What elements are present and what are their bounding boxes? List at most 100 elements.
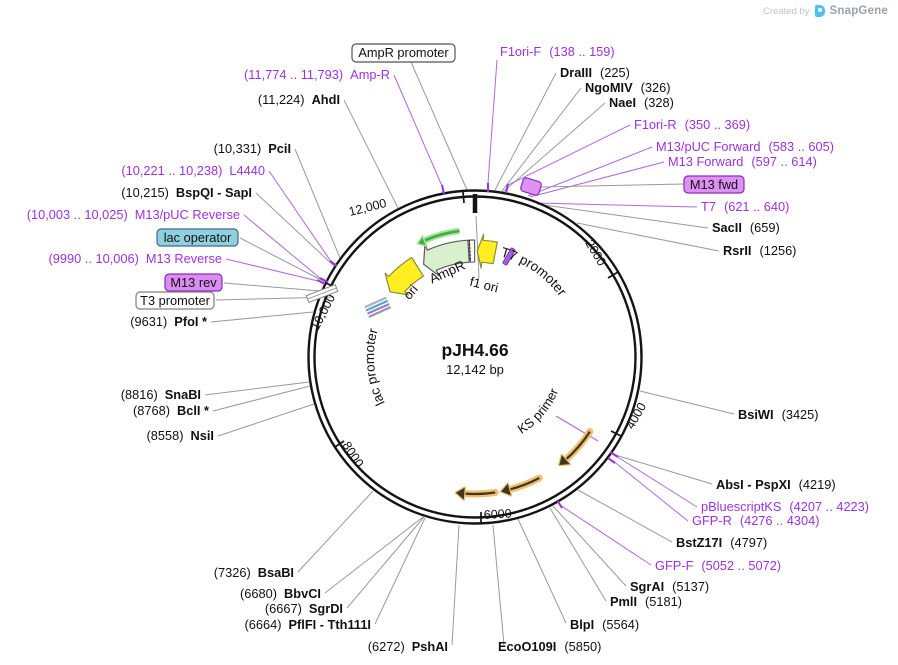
callout-amp-r-primer-line xyxy=(393,74,443,187)
callout-ngomiv-label[interactable]: NgoMIV(326) xyxy=(585,80,671,95)
gfp-r-site-mark xyxy=(607,457,616,464)
feature-ori-arrow[interactable] xyxy=(384,256,424,296)
callout-m13-forward-line xyxy=(529,161,665,198)
feature-orange-arrows[interactable] xyxy=(454,428,594,501)
callout-bspqi-sapi-line xyxy=(255,192,335,267)
callout-lac-operator-label[interactable]: lac operator xyxy=(164,230,232,245)
callout-t3-promoter-box[interactable] xyxy=(135,291,215,310)
callout-f1ori-f-label[interactable]: F1ori-F(138 .. 159) xyxy=(500,44,615,59)
callout-ecoo109i-label[interactable]: EcoO109I(5850) xyxy=(498,639,601,654)
callout-ahdi-label[interactable]: (11,224)AhdI xyxy=(258,92,340,107)
callout-bsabi-label[interactable]: (7326)BsaBI xyxy=(214,565,294,580)
callout-rsrii-label[interactable]: RsrII(1256) xyxy=(723,243,796,258)
callout-bbvci-line xyxy=(324,516,424,594)
callout-pflfi-tth111i-line xyxy=(374,517,426,625)
f1-ori-pointer-line xyxy=(475,215,480,279)
callout-t3-promoter-label[interactable]: T3 promoter xyxy=(140,293,210,308)
callout-pbluescriptks-line xyxy=(615,455,698,508)
feature-operator-stripe-stack[interactable] xyxy=(364,296,391,318)
feature-f1-ori-wrap-dotted-edge xyxy=(468,240,472,263)
feature-lac-promoter-bar[interactable] xyxy=(305,283,339,304)
callout-amp-r-primer-label[interactable]: (11,774 .. 11,793)Amp-R xyxy=(244,67,390,82)
callout-ampr-promoter-label[interactable]: AmpR promoter xyxy=(358,45,449,60)
callout-gfp-f-label[interactable]: GFP-F(5052 .. 5072) xyxy=(655,558,781,573)
callout-bbvci-label[interactable]: (6680)BbvCI xyxy=(240,586,321,601)
callout-bsiwi-line xyxy=(639,390,735,415)
callout-pbluescriptks-label[interactable]: pBluescriptKS(4207 .. 4223) xyxy=(701,499,869,514)
callout-nsii-label[interactable]: (8558)NsiI xyxy=(147,428,214,443)
callout-m13-fwd-line xyxy=(540,183,685,188)
feature-ampr-arrow[interactable] xyxy=(423,239,470,277)
created-by-text: Created by xyxy=(763,5,810,17)
plasmid-title: pJH4.66 xyxy=(441,340,508,360)
feature-t7-promoter-mark[interactable] xyxy=(502,247,516,266)
callout-pmli-label[interactable]: PmlI(5181) xyxy=(610,594,682,609)
callout-m13-puc-reverse-label[interactable]: (10,003 .. 10,025)M13/pUC Reverse xyxy=(27,207,240,222)
callout-sgrai-label[interactable]: SgrAI(5137) xyxy=(630,579,709,594)
callout-m13-forward-label[interactable]: M13 Forward(597 .. 614) xyxy=(668,154,817,169)
pbluescriptks-site-mark xyxy=(609,451,619,458)
callout-pfoi-label[interactable]: (9631)PfoI * xyxy=(130,314,207,329)
callout-sgrdi-label[interactable]: (6667)SgrDI xyxy=(265,601,343,616)
callout-bcli-line xyxy=(212,385,311,412)
callout-pmli-line xyxy=(549,507,607,602)
callout-l4440-label[interactable]: (10,221 .. 10,238)L4440 xyxy=(121,163,265,178)
callout-sacii-label[interactable]: SacII(659) xyxy=(712,220,780,235)
callout-bsiwi-label[interactable]: BsiWI(3425) xyxy=(738,407,819,422)
callout-l4440-line xyxy=(268,170,333,264)
callout-m13-fwd-box[interactable] xyxy=(683,175,745,194)
gfp-f-site-mark xyxy=(556,499,563,509)
callout-blpi-label[interactable]: BlpI(5564) xyxy=(570,617,639,632)
callout-pfoi-line xyxy=(210,311,314,323)
callout-pcii-line xyxy=(294,148,341,259)
callout-t7-primer-label[interactable]: T7(621 .. 640) xyxy=(701,199,789,214)
callout-pcii-label[interactable]: (10,331)PciI xyxy=(214,141,291,156)
callout-nsii-line xyxy=(217,403,315,437)
plasmid-outer-circle xyxy=(307,189,643,525)
callout-f1ori-r-line xyxy=(507,124,631,186)
callout-ampr-promoter-box[interactable] xyxy=(351,43,456,63)
callout-bcli-label[interactable]: (8768)BclI * xyxy=(133,403,209,418)
callout-m13-rev-label[interactable]: M13 rev xyxy=(170,275,217,290)
l4440-site-mark xyxy=(329,260,338,267)
callout-f1ori-r-label[interactable]: F1ori-R(350 .. 369) xyxy=(634,117,750,132)
callout-m13-reverse-line xyxy=(225,258,319,282)
callout-absi-pspxi-label[interactable]: AbsI - PspXI(4219) xyxy=(716,477,836,492)
tick-4000 xyxy=(610,430,622,437)
callout-snabi-label[interactable]: (8816)SnaBI xyxy=(121,387,201,402)
callout-m13-reverse-label[interactable]: (9990 .. 10,006)M13 Reverse xyxy=(49,251,222,266)
callout-gfp-r-line xyxy=(611,459,689,522)
lac-promoter-label: lac promoter xyxy=(362,326,388,408)
callout-pshai-line xyxy=(451,524,460,646)
tick-label-6000: 6000 xyxy=(483,507,512,522)
amp-r-site-mark xyxy=(441,184,445,195)
callout-snabi-line xyxy=(204,381,310,396)
callout-draiii-line xyxy=(494,72,557,191)
callout-blpi-line xyxy=(517,518,567,624)
callout-m13-puc-forward-label[interactable]: M13/pUC Forward(583 .. 605) xyxy=(656,139,834,154)
callout-pshai-label[interactable]: (6272)PshAI xyxy=(368,639,448,654)
m13-rev-site-mark xyxy=(316,279,326,285)
primer-site-marks xyxy=(316,183,619,509)
callout-ngomiv-line xyxy=(501,87,582,192)
callout-gfp-r-label[interactable]: GFP-R(4276 .. 4304) xyxy=(692,513,820,528)
callout-draiii-label[interactable]: DraIII(225) xyxy=(560,65,630,80)
tick-12,000 xyxy=(462,191,465,204)
callout-sgrai-line xyxy=(552,505,627,587)
callout-sgrdi-line xyxy=(346,516,425,609)
snapgene-brand-text: SnapGene xyxy=(829,5,888,17)
callout-lac-operator-box[interactable] xyxy=(156,228,239,247)
callout-naei-label[interactable]: NaeI(328) xyxy=(609,95,674,110)
callout-m13-rev-line xyxy=(223,282,333,293)
callout-pflfi-tth111i-label[interactable]: (6664)PflFI - Tth111I xyxy=(245,617,372,632)
feature-m13-fwd-box[interactable] xyxy=(520,177,542,196)
callout-gfp-f-line xyxy=(559,504,652,566)
plasmid-size: 12,142 bp xyxy=(446,362,504,377)
callout-bstz17i-label[interactable]: BstZ17I(4797) xyxy=(676,535,767,550)
tick-label-12,000: 12,000 xyxy=(347,196,388,219)
feature-f1-ori-arrow[interactable] xyxy=(476,233,498,269)
callout-m13-rev-box[interactable] xyxy=(164,273,223,292)
callout-m13-fwd-label[interactable]: M13 fwd xyxy=(690,177,738,192)
callout-bspqi-sapi-label[interactable]: (10,215)BspQI - SapI xyxy=(121,185,252,200)
ks-primer-label: KS primer xyxy=(515,385,562,436)
